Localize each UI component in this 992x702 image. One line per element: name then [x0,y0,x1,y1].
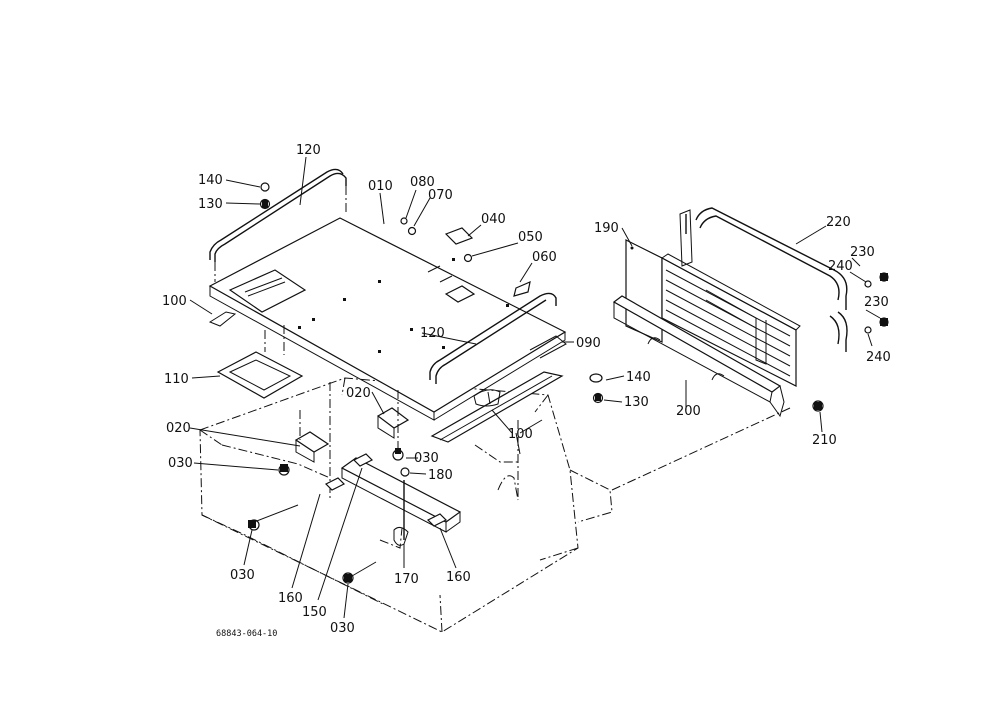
callout-020: 020 [346,386,371,401]
callout-110: 110 [164,372,189,387]
callout-070: 070 [428,188,453,203]
leader-lines [189,156,881,619]
bracket-020-left [294,410,330,463]
callout-160: 160 [278,591,303,606]
callout-140: 140 [198,173,223,188]
callout-020: 020 [166,421,191,436]
callout-170: 170 [394,572,419,587]
callout-100: 100 [508,427,533,442]
callout-090: 090 [576,336,601,351]
callout-040: 040 [481,212,506,227]
guide-plate-200 [612,295,785,418]
callout-010: 010 [368,179,393,194]
gasket-110 [216,325,304,399]
callout-120: 120 [420,326,445,341]
callout-220: 220 [826,215,851,230]
frame-220 [679,207,848,352]
callout-030: 030 [330,621,355,636]
callout-030: 030 [414,451,439,466]
callout-130: 130 [624,395,649,410]
bracket-020-center [376,390,410,450]
callout-030: 030 [168,456,193,471]
rail-upper [209,168,347,282]
fasteners [248,182,889,584]
callout-240: 240 [866,350,891,365]
callout-030: 030 [230,568,255,583]
callout-240: 240 [828,259,853,274]
callout-labels: 120 140 130 010 080 070 040 050 060 100 … [162,143,891,636]
seal-frame-100 [208,311,567,443]
callout-180: 180 [428,468,453,483]
drawing-code: 68843-064-10 [216,629,277,639]
callout-130: 130 [198,197,223,212]
callout-150: 150 [302,605,327,620]
callout-120: 120 [296,143,321,158]
callout-080: 080 [410,175,435,190]
callout-230: 230 [864,295,889,310]
callout-140: 140 [626,370,651,385]
callout-230: 230 [850,245,875,260]
callout-210: 210 [812,433,837,448]
support-bar-150 [324,453,462,546]
callout-190: 190 [594,221,619,236]
callout-060: 060 [532,250,557,265]
callout-160: 160 [446,570,471,585]
callout-050: 050 [518,230,543,245]
top-cover-plate [208,217,567,421]
rail-lower [429,292,557,384]
callout-100: 100 [162,294,187,309]
callout-200: 200 [676,404,701,419]
